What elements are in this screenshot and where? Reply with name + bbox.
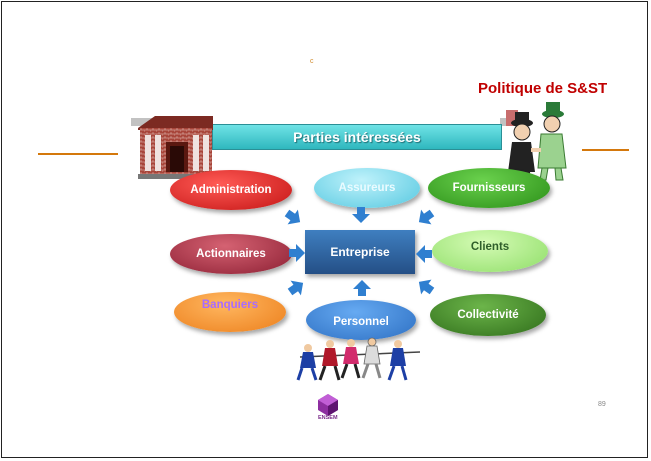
banner-label: Parties intéressées bbox=[293, 129, 421, 145]
stakeholder-fournisseurs: Fournisseurs bbox=[428, 168, 550, 208]
slide-mark: c bbox=[310, 58, 314, 65]
personnel-label: Personnel bbox=[333, 316, 389, 328]
banner-right-bar bbox=[500, 118, 510, 126]
actionnaires-label: Actionnaires bbox=[196, 248, 266, 260]
clients-label: Clients bbox=[470, 241, 510, 253]
stakeholders-banner: Parties intéressées bbox=[212, 124, 502, 150]
entreprise-box: Entreprise bbox=[305, 230, 415, 274]
assureurs-label: Assureurs bbox=[338, 182, 396, 194]
stakeholder-personnel: Personnel bbox=[306, 300, 416, 340]
administration-label: Administration bbox=[190, 184, 272, 196]
left-rule bbox=[38, 153, 118, 155]
fournisseurs-label: Fournisseurs bbox=[452, 182, 526, 194]
stakeholder-assureurs: Assureurs bbox=[314, 168, 420, 208]
banner-left-bar bbox=[131, 118, 213, 126]
stakeholder-clients: Clients bbox=[432, 230, 548, 272]
banquiers-label: Banquiers bbox=[201, 299, 259, 311]
stakeholder-collectivite: Collectivité bbox=[430, 294, 546, 336]
stakeholder-banquiers: Banquiers bbox=[174, 292, 286, 332]
slide-title: Politique de S&ST bbox=[478, 80, 608, 97]
ensem-logo-label: ENSEM bbox=[318, 415, 338, 421]
stakeholder-actionnaires: Actionnaires bbox=[170, 234, 292, 274]
entreprise-label: Entreprise bbox=[330, 245, 390, 259]
stakeholder-administration: Administration bbox=[170, 170, 292, 210]
right-rule bbox=[582, 149, 629, 151]
page-number: 89 bbox=[598, 401, 606, 408]
collectivite-label: Collectivité bbox=[457, 309, 519, 321]
